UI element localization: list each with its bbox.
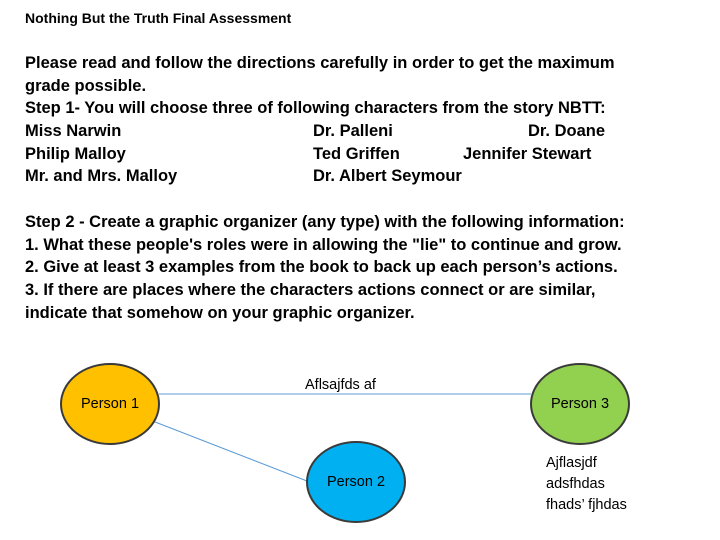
character-name: Ted Griffen: [313, 144, 400, 163]
character-name: Jennifer Stewart: [463, 144, 592, 163]
step2-item: 1. What these people's roles were in all…: [25, 235, 622, 254]
step2-item: 2. Give at least 3 examples from the boo…: [25, 258, 618, 277]
character-name: Dr. Doane: [528, 122, 606, 141]
step2-text: Step 2 - Create a graphic organizer (any…: [25, 212, 625, 231]
character-name: Dr. Palleni: [313, 122, 393, 141]
person-1-node: [60, 363, 160, 445]
intro-line: Please read and follow the directions ca…: [25, 54, 615, 72]
directions: Please read and follow the directions ca…: [25, 52, 625, 324]
character-row: Mr. and Mrs. Malloy Dr. Albert Seymour: [25, 165, 625, 188]
step1-text: Step 1- You will choose three of followi…: [25, 99, 606, 118]
note-line: fhads’ fjhdas: [546, 497, 627, 513]
character-name: Philip Malloy: [25, 144, 126, 163]
note-line: Ajflasjdf: [546, 455, 597, 471]
step2-item: 3. If there are places where the charact…: [25, 280, 596, 299]
edge-label: Aflsajfds af: [305, 377, 376, 393]
person-2-label: Person 2: [326, 474, 386, 490]
page-title: Nothing But the Truth Final Assessment: [25, 10, 292, 26]
character-row: Philip Malloy Ted Griffen Jennifer Stewa…: [25, 143, 625, 166]
note-line: adsfhdas: [546, 476, 605, 492]
note-text: Ajflasjdf adsfhdas fhads’ fjhdas: [546, 453, 627, 516]
person-1-label: Person 1: [80, 396, 140, 412]
person-2-node: [306, 441, 406, 523]
character-name: Mr. and Mrs. Malloy: [25, 167, 178, 186]
connector-line: [149, 419, 308, 482]
person-3-node: [530, 363, 630, 445]
step2-item: indicate that somehow on your graphic or…: [25, 303, 415, 322]
character-name: Dr. Albert Seymour: [313, 167, 462, 186]
person-3-label: Person 3: [550, 396, 610, 412]
character-name: Miss Narwin: [25, 122, 122, 141]
intro-line: grade possible.: [25, 76, 147, 95]
character-row: Miss Narwin Dr. Palleni Dr. Doane: [25, 120, 625, 143]
